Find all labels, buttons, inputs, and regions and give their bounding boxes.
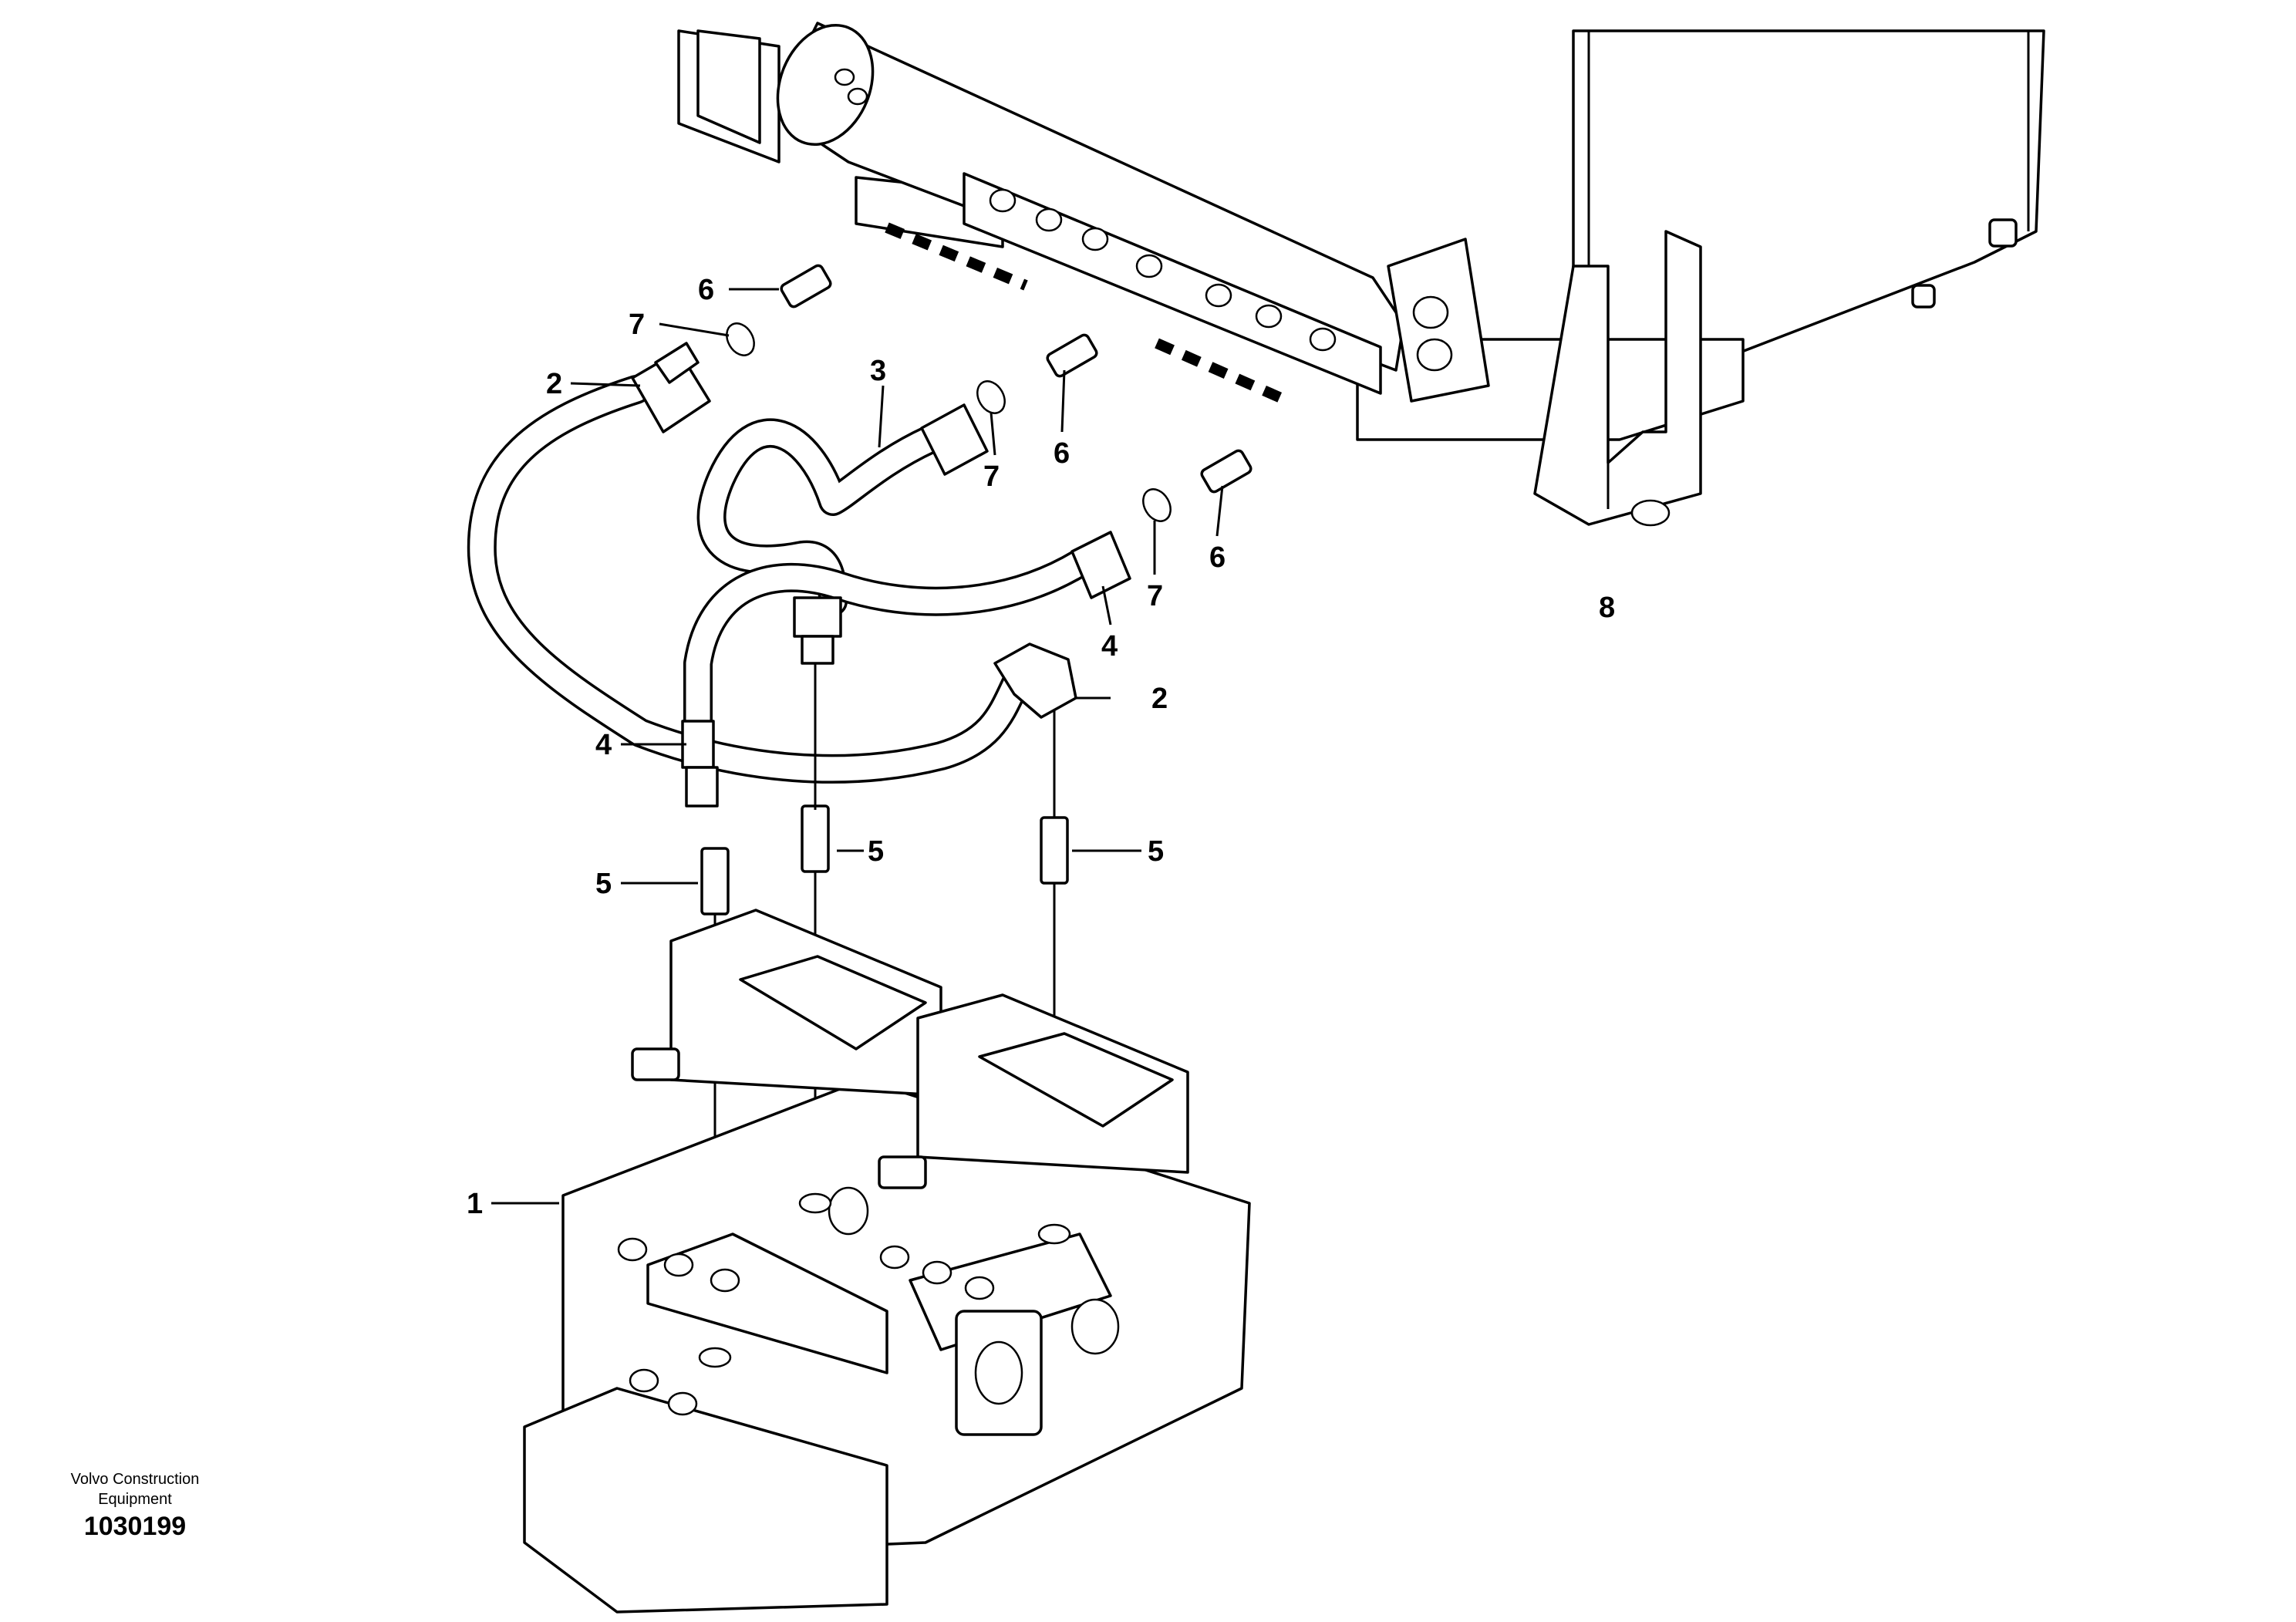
control-valve-part-1 — [523, 909, 1251, 1614]
callout-labels: 1 2 2 3 4 4 5 5 5 6 6 6 7 7 7 8 — [467, 274, 1615, 1220]
callout-6-right: 6 — [1209, 541, 1226, 574]
callout-6-middle: 6 — [1054, 437, 1070, 470]
adapter-fittings-6 — [780, 264, 1253, 494]
bracket-part-8 — [1533, 230, 1702, 527]
hydraulic-manifold-block — [677, 22, 1490, 403]
callout-7-right: 7 — [1147, 580, 1163, 612]
callout-5-middle: 5 — [868, 835, 884, 868]
callout-5-left: 5 — [595, 868, 612, 900]
nipple-fittings-5 — [700, 804, 1069, 916]
callout-8: 8 — [1599, 592, 1615, 624]
hoses — [467, 375, 1094, 784]
callout-4-left: 4 — [595, 729, 612, 761]
callout-2-upper: 2 — [546, 368, 562, 400]
routing-dash-lower — [1155, 338, 1290, 406]
illustration-number: 1030199 — [83, 1512, 187, 1541]
callout-5-right: 5 — [1148, 835, 1164, 868]
routing-dash-upper — [885, 222, 1028, 291]
callout-3: 3 — [870, 355, 886, 387]
callout-6-top: 6 — [698, 274, 714, 306]
callout-7-middle: 7 — [983, 460, 1000, 493]
o-rings-7 — [726, 322, 1172, 522]
callout-7-top: 7 — [629, 309, 645, 341]
manufacturer-caption: Volvo Construction Equipment — [70, 1471, 200, 1508]
callout-4-right: 4 — [1101, 630, 1118, 663]
leader-lines — [491, 288, 1224, 1205]
callout-1: 1 — [467, 1188, 483, 1220]
hose-fittings — [631, 342, 1131, 808]
callout-2-lower: 2 — [1151, 683, 1168, 715]
